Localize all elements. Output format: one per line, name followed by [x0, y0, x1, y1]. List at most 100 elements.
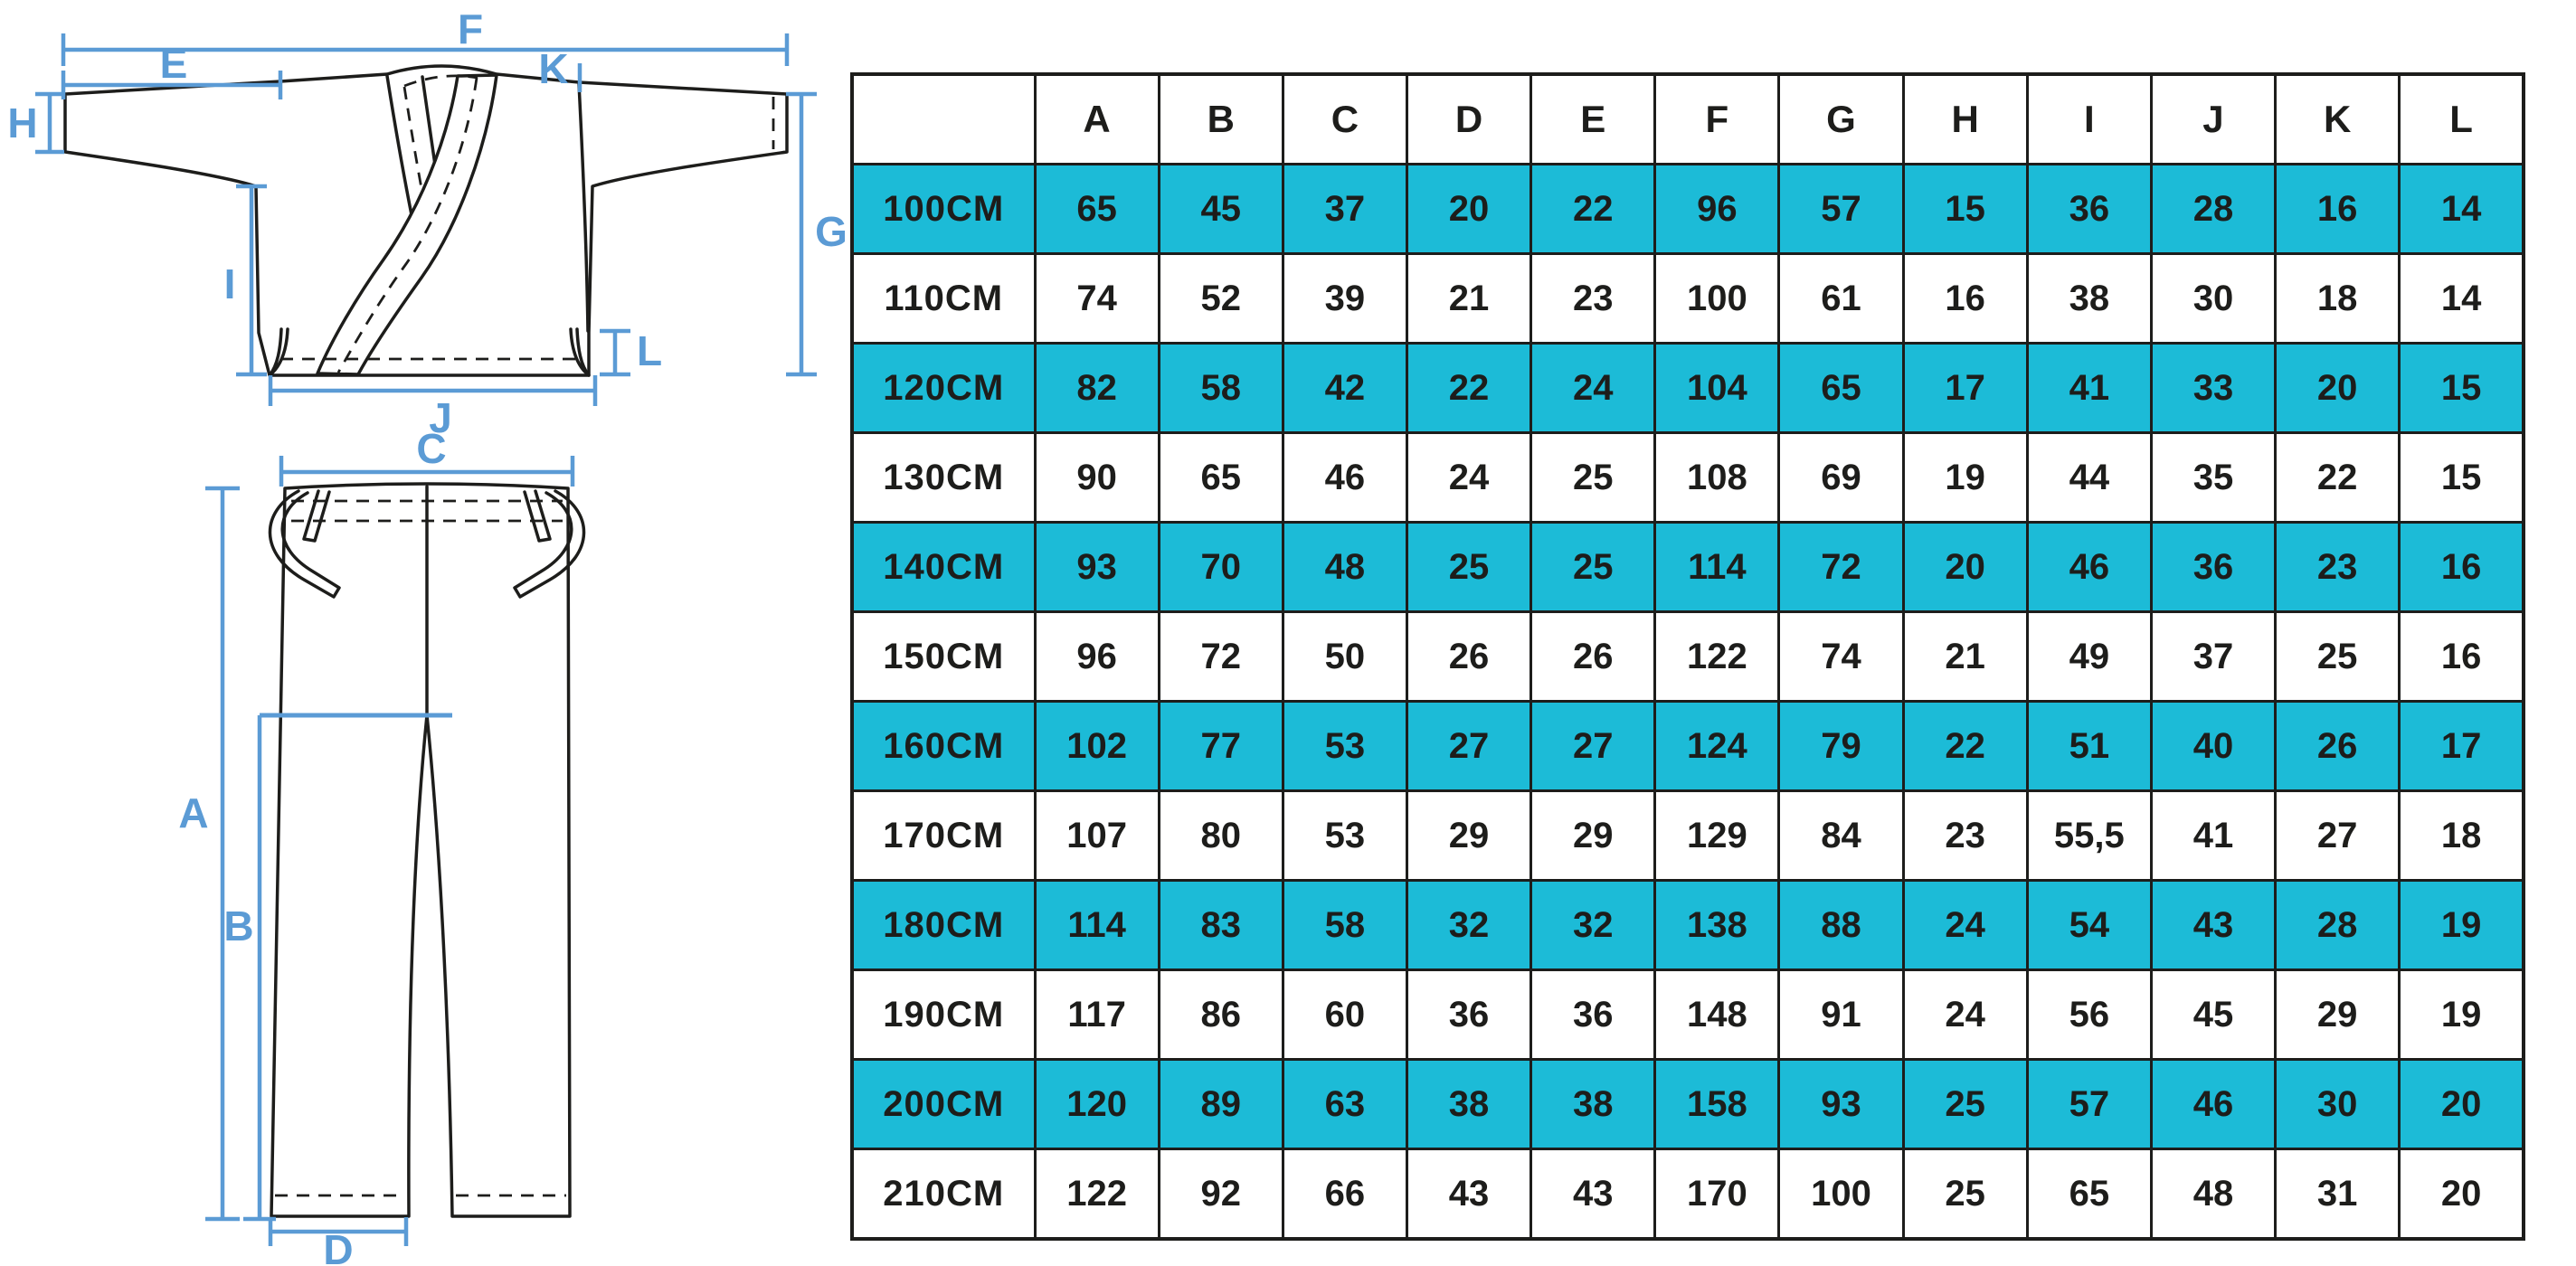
- size-value: 108: [1653, 431, 1781, 524]
- size-label: 100CM: [850, 163, 1037, 255]
- left-drawstring: [268, 489, 341, 599]
- size-value: 19: [2398, 879, 2525, 971]
- column-header: A: [1033, 72, 1160, 165]
- size-value: 138: [1653, 879, 1781, 971]
- size-value: 158: [1653, 1058, 1781, 1150]
- size-value: 22: [1901, 700, 2029, 792]
- size-value: 22: [1405, 342, 1533, 434]
- size-value: 25: [1901, 1148, 2029, 1241]
- dimension-label-b: B: [223, 902, 253, 950]
- size-value: 43: [1405, 1148, 1533, 1241]
- size-value: 27: [1530, 700, 1657, 792]
- column-header: H: [1901, 72, 2029, 165]
- dimension-label-l: L: [637, 327, 662, 374]
- size-label: 180CM: [850, 879, 1037, 971]
- size-label: 170CM: [850, 789, 1037, 882]
- size-value: 49: [2025, 610, 2153, 703]
- size-value: 88: [1777, 879, 1905, 971]
- size-value: 65: [1157, 431, 1284, 524]
- size-value: 38: [1405, 1058, 1533, 1150]
- dimension-label-f: F: [458, 5, 483, 52]
- size-value: 65: [1033, 163, 1160, 255]
- size-value: 45: [1157, 163, 1284, 255]
- dimension-j: J: [268, 375, 598, 441]
- jacket-diagram: F E K H G I L: [7, 5, 848, 441]
- size-value: 42: [1281, 342, 1408, 434]
- size-value: 100: [1653, 252, 1781, 345]
- size-value: 30: [2274, 1058, 2401, 1150]
- size-value: 93: [1033, 521, 1160, 613]
- size-value: 28: [2274, 879, 2401, 971]
- size-value: 32: [1530, 879, 1657, 971]
- lapel-top-band: [316, 73, 498, 376]
- size-value: 22: [1530, 163, 1657, 255]
- dimension-b: B: [223, 713, 452, 1222]
- lapel-top-stitch: [336, 77, 478, 373]
- size-value: 26: [2274, 700, 2401, 792]
- dimension-label-d: D: [323, 1226, 353, 1266]
- size-value: 122: [1653, 610, 1781, 703]
- size-value: 25: [1530, 431, 1657, 524]
- size-value: 114: [1653, 521, 1781, 613]
- dimension-l: L: [600, 327, 662, 377]
- size-value: 58: [1281, 879, 1408, 971]
- size-value: 15: [2398, 342, 2525, 434]
- size-value: 89: [1157, 1058, 1284, 1150]
- size-value: 33: [2149, 342, 2278, 434]
- size-value: 32: [1405, 879, 1533, 971]
- right-panel-edge: [577, 81, 590, 333]
- size-value: 20: [1405, 163, 1533, 255]
- size-value: 65: [1777, 342, 1905, 434]
- dimension-d: D: [268, 1217, 409, 1266]
- size-value: 93: [1777, 1058, 1905, 1150]
- size-value: 20: [2398, 1058, 2525, 1150]
- size-value: 25: [1901, 1058, 2029, 1150]
- dimension-label-c: C: [416, 425, 446, 472]
- size-value: 28: [2149, 163, 2278, 255]
- size-value: 17: [2398, 700, 2525, 792]
- size-value: 26: [1530, 610, 1657, 703]
- size-value: 61: [1777, 252, 1905, 345]
- size-value: 50: [1281, 610, 1408, 703]
- dimension-label-i: I: [224, 260, 236, 307]
- size-value: 114: [1033, 879, 1160, 971]
- size-value: 20: [2274, 342, 2401, 434]
- size-value: 23: [2274, 521, 2401, 613]
- dimension-label-a: A: [178, 789, 208, 836]
- size-value: 21: [1405, 252, 1533, 345]
- size-value: 23: [1901, 789, 2029, 882]
- size-value: 29: [1530, 789, 1657, 882]
- dimension-f: F: [61, 5, 790, 66]
- size-value: 53: [1281, 700, 1408, 792]
- column-header: B: [1157, 72, 1284, 165]
- size-value: 117: [1033, 968, 1160, 1061]
- size-label: 130CM: [850, 431, 1037, 524]
- size-value: 79: [1777, 700, 1905, 792]
- size-value: 24: [1405, 431, 1533, 524]
- size-value: 41: [2149, 789, 2278, 882]
- size-value: 29: [2274, 968, 2401, 1061]
- size-value: 129: [1653, 789, 1781, 882]
- size-value: 107: [1033, 789, 1160, 882]
- size-value: 20: [2398, 1148, 2525, 1241]
- size-value: 31: [2274, 1148, 2401, 1241]
- size-value: 51: [2025, 700, 2153, 792]
- pants-diagram: C A B D: [178, 425, 586, 1266]
- size-label: 190CM: [850, 968, 1037, 1061]
- dimension-i: I: [224, 184, 267, 377]
- right-slit-gusset: [569, 327, 591, 377]
- size-value: 36: [1530, 968, 1657, 1061]
- size-value: 58: [1157, 342, 1284, 434]
- size-value: 22: [2274, 431, 2401, 524]
- size-value: 35: [2149, 431, 2278, 524]
- size-value: 16: [1901, 252, 2029, 345]
- size-value: 39: [1281, 252, 1408, 345]
- size-value: 20: [1901, 521, 2029, 613]
- size-value: 25: [2274, 610, 2401, 703]
- size-value: 27: [2274, 789, 2401, 882]
